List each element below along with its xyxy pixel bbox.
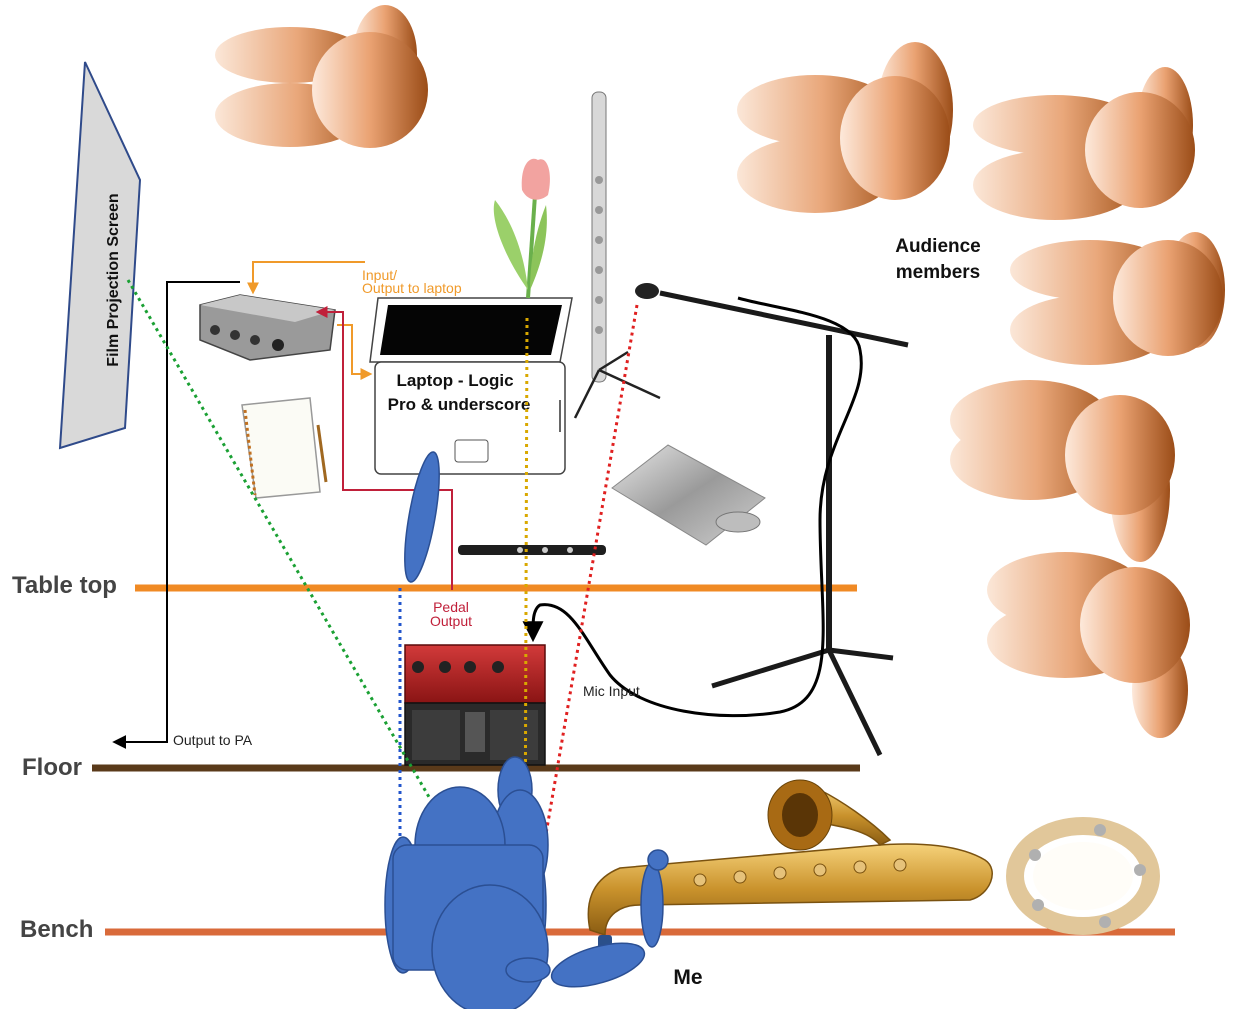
io-label-line2: Output to laptop	[362, 280, 462, 296]
bench-label: Bench	[20, 916, 93, 943]
laptop-io-cable-bottom	[337, 325, 370, 374]
laptop-io-cable-top	[253, 262, 365, 292]
table-top-label: Table top	[12, 572, 117, 599]
audience-member	[737, 42, 953, 213]
audience-member	[950, 380, 1175, 562]
audience-group	[215, 5, 1225, 738]
pedal-label-line2: Output	[430, 613, 472, 629]
me-label: Me	[673, 966, 702, 989]
audience-label-line2: members	[896, 262, 981, 283]
audience-member	[1010, 232, 1225, 365]
audience-member	[973, 67, 1195, 220]
laptop-label-line1: Laptop - Logic	[396, 371, 513, 390]
screen-label: Film Projection Screen	[105, 193, 122, 366]
piccolo-icon	[458, 545, 606, 555]
output-to-pa-cable	[115, 282, 240, 742]
tambourine-icon	[1015, 824, 1151, 928]
laptop-label-line2: Pro & underscore	[388, 395, 531, 414]
audience-member	[987, 552, 1190, 738]
audience-member	[215, 5, 428, 148]
audience-label-line1: Audience	[895, 236, 981, 257]
mic-input-label: Mic Input	[583, 683, 640, 699]
audio-interface-icon	[200, 295, 335, 360]
film-projection-screen: Film Projection Screen	[60, 62, 140, 448]
flute-icon	[575, 92, 660, 418]
floor-label: Floor	[22, 754, 82, 781]
laptop-icon: Laptop - Logic Pro & underscore	[370, 298, 572, 474]
output-to-pa-label: Output to PA	[173, 732, 253, 748]
tulip-icon	[494, 159, 550, 298]
notepad-icon	[242, 398, 326, 498]
foil-roll-icon	[612, 445, 765, 545]
